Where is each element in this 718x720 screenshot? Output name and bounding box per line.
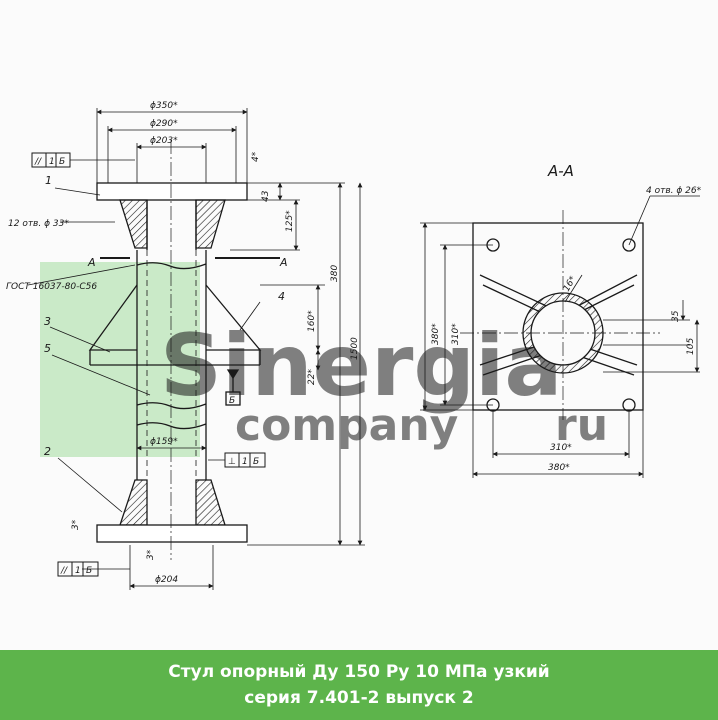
callout-5: 5 [44,342,51,355]
tol-bottom-datum: Б [86,566,92,576]
holes-4: 4 отв. ϕ 26* [646,186,702,196]
tolerance-frame-mid [224,452,266,468]
dim-h310: 310* [451,323,461,345]
tolerance-frame-bottom [57,561,99,577]
dim-3-b: 3* [146,549,156,560]
dim-3-a: 3* [71,519,81,530]
tol-mid-datum: Б [253,457,259,467]
section-view [460,210,660,420]
dim-w310: 310* [550,443,572,453]
dim-43: 43 [261,190,271,202]
dim-160: 160* [307,310,317,332]
dim-380: 380 [330,265,340,282]
callout-4: 4 [278,290,285,303]
watermark: Sinergia company ru [40,262,608,457]
dim-d159: ϕ159* [150,437,178,447]
dim-d290: ϕ290* [150,119,178,129]
caption-subtitle: серия 7.401-2 выпуск 2 [244,688,474,708]
dim-1500: 1500 [350,337,360,360]
dim-35: 35 [671,310,681,322]
dim-h380: 380* [431,323,441,345]
dim-105: 105 [686,338,696,355]
dim-d204: ϕ204 [155,575,178,585]
callout-1: 1 [45,174,52,187]
tol-top-sym: // [34,157,42,167]
dim-d350: ϕ350* [150,101,178,111]
tol-mid-val: 1 [242,457,248,467]
caption-title: Стул опорный Ду 150 Ру 10 МПа узкий [168,662,550,682]
dim-4-top: 4* [251,151,261,162]
tol-bottom-val: 1 [75,566,81,576]
section-mark-right: А [279,256,288,269]
holes-12: 12 отв. ϕ 33* [8,219,69,229]
dim-22: 22* [307,369,317,385]
tol-top-datum: Б [59,157,65,167]
tol-bottom-sym: // [60,566,68,576]
dim-125: 125* [285,210,295,232]
elevation-dimensions [27,108,365,590]
section-title: А-А [547,162,574,180]
watermark-domain: ru [555,400,608,451]
caption-bar: Стул опорный Ду 150 Ру 10 МПа узкий сери… [0,650,718,720]
tolerance-frame-top [31,152,71,168]
dim-w380: 380* [548,463,570,473]
elevation-view [88,140,280,560]
watermark-sub: company [235,400,458,451]
datum-letter: Б [229,396,235,406]
callout-3: 3 [44,315,51,328]
gost-label: ГОСТ 16037-80-С56 [6,282,97,292]
section-mark-left: А [87,256,96,269]
dim-d203: ϕ203* [150,136,178,146]
section-dimensions [420,195,700,478]
tol-top-val: 1 [49,157,55,167]
technical-drawing: Sinergia company ru [6,101,702,590]
watermark-block [40,262,200,457]
tol-mid-sym: ⊥ [228,457,236,467]
callout-2: 2 [44,445,51,458]
